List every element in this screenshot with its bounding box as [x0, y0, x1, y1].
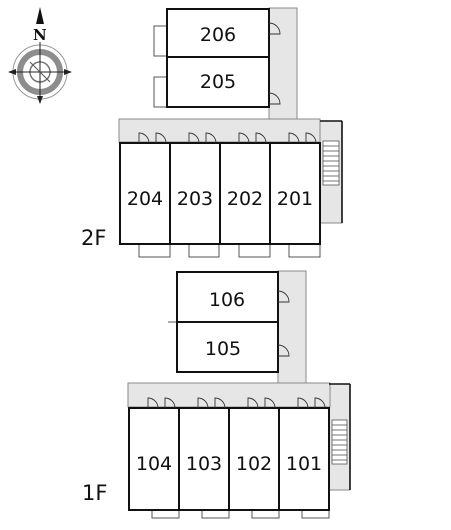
room-205[interactable]: 205 [153, 56, 281, 108]
door-icon [155, 132, 167, 144]
room-202[interactable]: 202 [219, 132, 271, 258]
door-icon [197, 397, 209, 409]
room-number: 204 [127, 188, 163, 210]
room-104[interactable]: 104 [128, 397, 180, 519]
room-number: 206 [200, 24, 236, 46]
room-105[interactable]: 105 [176, 321, 290, 373]
door-icon [268, 22, 281, 35]
door-icon [277, 344, 290, 357]
door-icon [305, 132, 317, 144]
room-102[interactable]: 102 [228, 397, 280, 519]
door-icon [255, 132, 267, 144]
door-icon [147, 397, 159, 409]
room-number: 104 [136, 453, 172, 475]
compass-north-label: N [33, 26, 47, 44]
floor-1f: 106 105 104 103 102 [82, 270, 351, 519]
stairs-2f [322, 140, 340, 186]
door-icon [297, 397, 309, 409]
south-tick-icon [37, 96, 43, 104]
room-206[interactable]: 206 [153, 8, 281, 58]
door-icon [164, 397, 176, 409]
door-icon [314, 397, 326, 409]
door-icon [264, 397, 276, 409]
door-icon [277, 290, 290, 303]
door-icon [268, 92, 281, 105]
room-number: 203 [177, 188, 213, 210]
room-101[interactable]: 101 [278, 397, 330, 519]
stairs-1f [331, 419, 348, 465]
door-icon [188, 132, 200, 144]
door-icon [238, 132, 250, 144]
floor-label-1f: 1F [82, 481, 107, 505]
room-number: 103 [186, 453, 222, 475]
compass-diagonal [29, 61, 51, 83]
door-icon [138, 132, 150, 144]
room-number: 101 [286, 453, 322, 475]
room-201[interactable]: 201 [269, 132, 321, 258]
room-203[interactable]: 203 [169, 132, 221, 258]
room-number: 205 [200, 71, 236, 93]
floor-label-2f: 2F [81, 226, 106, 250]
west-tick-icon [8, 69, 16, 75]
door-icon [214, 397, 226, 409]
floor-2f: 206 205 204 203 2 [81, 7, 343, 258]
door-icon [288, 132, 300, 144]
compass: N [8, 7, 72, 104]
door-icon [205, 132, 217, 144]
corridor-2f-horizontal [118, 118, 321, 143]
north-arrow-icon [36, 7, 44, 24]
room-number: 102 [236, 453, 272, 475]
room-number: 201 [277, 188, 313, 210]
room-106[interactable]: 106 [168, 271, 290, 323]
room-204[interactable]: 204 [119, 132, 171, 258]
room-103[interactable]: 103 [178, 397, 230, 519]
room-number: 202 [227, 188, 263, 210]
room-number: 106 [209, 289, 245, 311]
room-number: 105 [205, 338, 241, 360]
east-tick-icon [64, 69, 72, 75]
door-icon [247, 397, 259, 409]
corridor-1f-horizontal [127, 382, 331, 408]
